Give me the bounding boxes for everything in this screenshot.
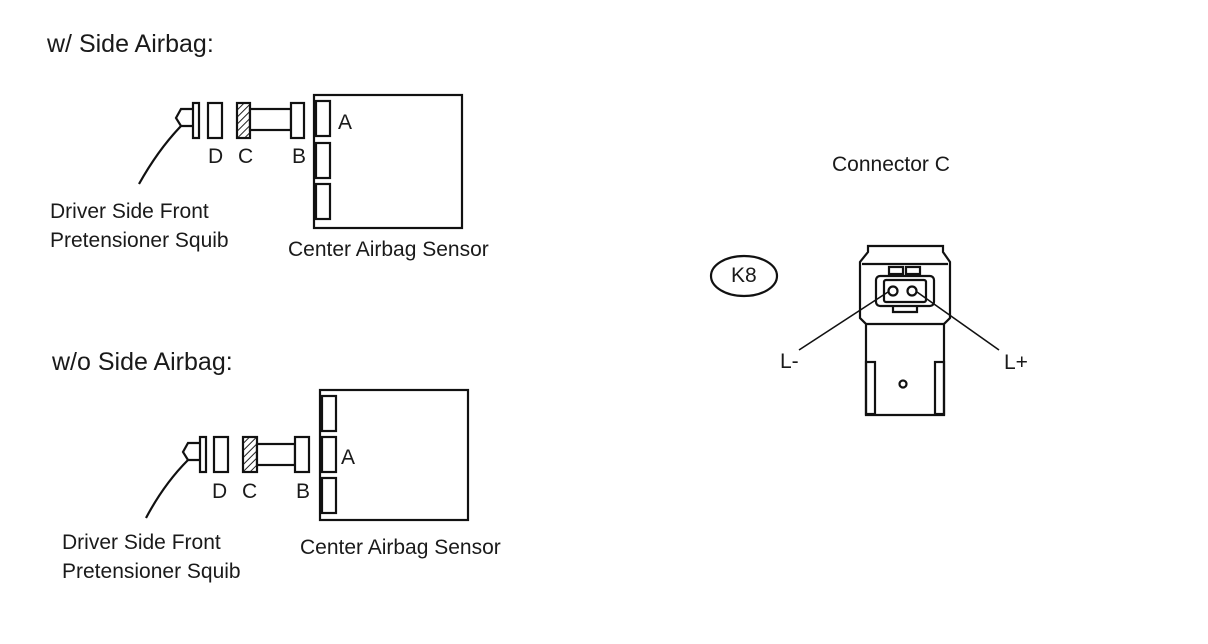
bottom-squib-leader xyxy=(145,459,189,519)
bottom-sensor-body xyxy=(318,388,470,522)
connector-terminal-cavity xyxy=(874,274,936,308)
connector-code-oval xyxy=(709,254,779,298)
bottom-connector-b xyxy=(293,435,311,474)
connector-k8-drawing xyxy=(798,244,1000,417)
bottom-squib-label-line1: Driver Side Front xyxy=(62,531,221,554)
top-squib-plug-tip xyxy=(174,107,193,128)
top-connector-d xyxy=(191,101,201,140)
terminal-l-plus-label: L+ xyxy=(1004,351,1028,374)
bottom-connector-d-housing xyxy=(212,435,230,474)
terminal-l-plus-leader xyxy=(916,291,1000,351)
top-pin-d-label: D xyxy=(208,145,224,168)
connector-title: Connector C xyxy=(832,153,950,176)
top-sensor-body xyxy=(312,93,464,230)
bottom-center-airbag-sensor xyxy=(318,388,470,522)
top-connector-b xyxy=(289,101,306,140)
connector-bottom-hole xyxy=(898,379,908,389)
top-pin-a-label: A xyxy=(338,111,353,134)
terminal-l-plus-pin xyxy=(906,285,918,297)
top-squib-label-line2: Pretensioner Squib xyxy=(50,229,229,252)
bottom-harness-tube xyxy=(255,442,297,467)
top-sensor-port-3 xyxy=(314,182,332,221)
top-center-airbag-sensor xyxy=(312,93,464,230)
top-connector-c xyxy=(235,101,252,140)
bottom-pin-d-label: D xyxy=(212,480,228,503)
connector-lock-slot-right xyxy=(904,265,922,276)
terminal-l-minus-pin xyxy=(887,285,899,297)
bottom-harness xyxy=(145,435,311,519)
bottom-sensor-port-a xyxy=(320,435,338,474)
top-section-title: w/ Side Airbag: xyxy=(47,30,214,58)
bottom-sensor-label: Center Airbag Sensor xyxy=(300,536,501,559)
bottom-sensor-port-1 xyxy=(320,394,338,433)
bottom-squib-plug-tip xyxy=(181,441,200,462)
top-pin-c-label: C xyxy=(238,145,254,168)
bottom-squib-label-line2: Pretensioner Squib xyxy=(62,560,241,583)
top-sensor-port-2 xyxy=(314,141,332,180)
top-squib-leader xyxy=(138,125,182,185)
bottom-pin-a-label: A xyxy=(341,446,356,469)
top-connector-d-housing xyxy=(206,101,224,140)
connector-terminal-block xyxy=(882,278,928,304)
connector-side-rail-right xyxy=(933,360,946,416)
bottom-sensor-port-3 xyxy=(320,476,338,515)
bottom-connector-d xyxy=(198,435,208,474)
bottom-section-title: w/o Side Airbag: xyxy=(52,348,233,376)
bottom-connector-c xyxy=(241,435,259,474)
top-pin-b-label: B xyxy=(292,145,307,168)
top-sensor-port-a xyxy=(314,99,332,138)
connector-latch-tab xyxy=(891,306,919,314)
top-sensor-label: Center Airbag Sensor xyxy=(288,238,489,261)
terminal-l-minus-label: L- xyxy=(780,350,799,373)
bottom-pin-b-label: B xyxy=(296,480,311,503)
connector-side-rail-left xyxy=(864,360,877,416)
bottom-pin-c-label: C xyxy=(242,480,258,503)
top-harness xyxy=(138,101,306,185)
top-squib-label-line1: Driver Side Front xyxy=(50,200,209,223)
connector-lock-slot-left xyxy=(887,265,905,276)
terminal-l-minus-leader xyxy=(798,291,889,351)
connector-code-label: K8 xyxy=(731,264,757,287)
top-harness-tube xyxy=(248,107,293,132)
